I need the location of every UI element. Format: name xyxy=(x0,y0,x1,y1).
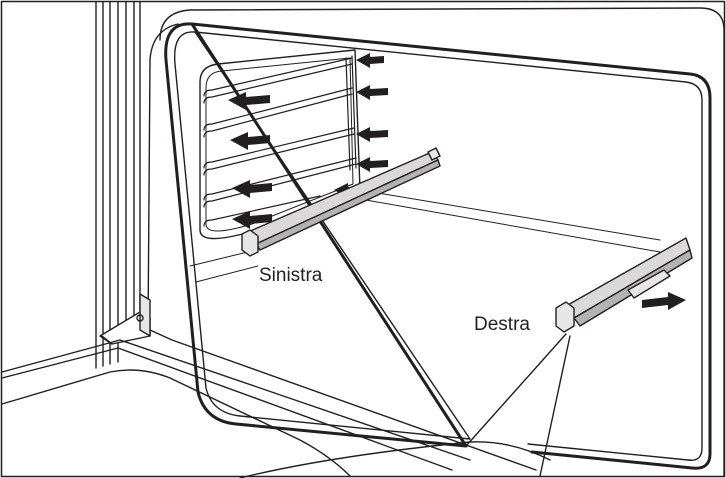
left-rail-tip xyxy=(427,147,441,161)
door-frame xyxy=(95,1,141,369)
gasket-inner xyxy=(173,31,703,461)
rack-arrow xyxy=(356,127,388,142)
left-rail-end-cap xyxy=(241,229,259,257)
gasket-outer xyxy=(164,22,712,470)
rack-arrow xyxy=(356,157,388,172)
rail-pull-arrow xyxy=(642,292,686,310)
rack-arrow xyxy=(228,92,270,110)
rack-wires xyxy=(203,55,357,227)
left-rail-lip xyxy=(255,159,441,251)
left-rail-label: Sinistra xyxy=(258,265,324,286)
rack-arrow xyxy=(232,211,272,229)
left-rail xyxy=(241,147,441,257)
oven-door-glass xyxy=(1,329,537,477)
rack-arrows xyxy=(228,53,388,229)
back-wall-inner xyxy=(205,57,354,232)
right-rail-end-cap xyxy=(555,301,575,333)
callout-leader xyxy=(239,333,571,478)
rack-arrow xyxy=(356,85,388,100)
door-hinge xyxy=(99,293,151,345)
right-rail xyxy=(555,237,693,333)
rack-arrow xyxy=(232,180,272,198)
right-rail-slider xyxy=(627,269,671,299)
cavity-outer-contour xyxy=(159,7,725,477)
rack-arrow xyxy=(356,53,384,68)
right-rail-label: Destra xyxy=(473,314,531,335)
cavity-front-edge xyxy=(147,23,179,331)
rack-arrow xyxy=(230,132,270,150)
